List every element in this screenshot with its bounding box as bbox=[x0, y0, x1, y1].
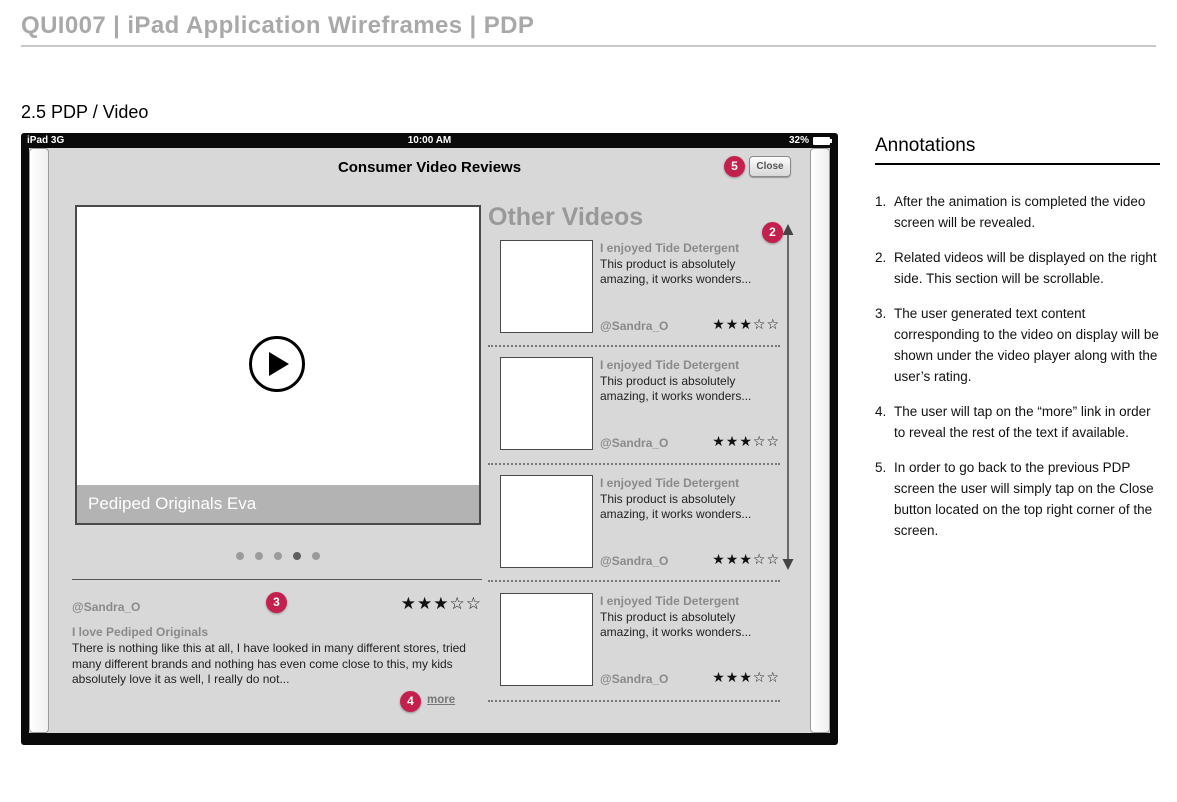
previous-page-edge bbox=[29, 148, 49, 733]
pagination-dot-5[interactable] bbox=[312, 552, 320, 560]
video-thumbnail[interactable] bbox=[500, 240, 593, 333]
annotations-list: 1. After the animation is completed the … bbox=[875, 191, 1160, 541]
annotation-text: The user generated text content correspo… bbox=[894, 306, 1159, 384]
battery-icon bbox=[813, 136, 832, 145]
video-thumbnail[interactable] bbox=[500, 475, 593, 568]
video-item-description: This product is absolutely amazing, it w… bbox=[600, 610, 752, 639]
pagination-dot-3[interactable] bbox=[274, 552, 282, 560]
annotation-item: 4. The user will tap on the “more” link … bbox=[875, 401, 1160, 443]
other-video-item[interactable]: I enjoyed Tide Detergent This product is… bbox=[500, 475, 780, 568]
battery-status: 32% bbox=[788, 135, 832, 146]
video-item-meta: @Sandra_O ★★★☆☆ bbox=[600, 670, 780, 686]
annotation-item: 1. After the animation is completed the … bbox=[875, 191, 1160, 233]
annotation-text: The user will tap on the “more” link in … bbox=[894, 404, 1151, 440]
carousel-pagination bbox=[236, 552, 320, 560]
annotation-number: 5. bbox=[875, 460, 887, 475]
next-page-edge bbox=[810, 148, 830, 733]
header-divider bbox=[21, 45, 1156, 47]
video-item-meta: @Sandra_O ★★★☆☆ bbox=[600, 552, 780, 568]
video-thumbnail[interactable] bbox=[500, 593, 593, 686]
annotation-item: 2. Related videos will be displayed on t… bbox=[875, 247, 1160, 289]
video-item-title: I enjoyed Tide Detergent bbox=[600, 241, 740, 255]
pagination-dot-2[interactable] bbox=[255, 552, 263, 560]
annotation-text: After the animation is completed the vid… bbox=[894, 194, 1146, 230]
screen-title: Consumer Video Reviews bbox=[337, 159, 522, 176]
annotations-title: Annotations bbox=[875, 135, 1160, 165]
video-item-title: I enjoyed Tide Detergent bbox=[600, 476, 740, 490]
video-item-description: This product is absolutely amazing, it w… bbox=[600, 492, 752, 521]
carrier-label: iPad 3G bbox=[27, 135, 65, 146]
dotted-separator bbox=[488, 345, 780, 347]
annotations-panel: Annotations 1. After the animation is co… bbox=[875, 135, 1160, 555]
pagination-dot-1[interactable] bbox=[236, 552, 244, 560]
annotation-badge-5: 5 bbox=[724, 156, 745, 177]
review-rating-stars: ★★★☆☆ bbox=[400, 594, 482, 614]
video-item-text: I enjoyed Tide Detergent This product is… bbox=[600, 593, 780, 686]
video-item-meta: @Sandra_O ★★★☆☆ bbox=[600, 434, 780, 450]
annotation-item: 3. The user generated text content corre… bbox=[875, 303, 1160, 387]
review-body: There is nothing like this at all, I hav… bbox=[72, 641, 466, 686]
video-item-rating-stars: ★★★☆☆ bbox=[712, 317, 780, 333]
video-item-username: @Sandra_O bbox=[600, 554, 669, 568]
video-item-title: I enjoyed Tide Detergent bbox=[600, 594, 740, 608]
annotation-badge-2: 2 bbox=[762, 222, 783, 243]
ipad-screen: Consumer Video Reviews Close 5 Pediped O… bbox=[29, 148, 830, 733]
video-item-title: I enjoyed Tide Detergent bbox=[600, 358, 740, 372]
video-item-description: This product is absolutely amazing, it w… bbox=[600, 257, 752, 286]
dotted-separator bbox=[488, 580, 780, 582]
battery-percent: 32% bbox=[788, 135, 809, 146]
video-item-rating-stars: ★★★☆☆ bbox=[712, 552, 780, 568]
video-item-text: I enjoyed Tide Detergent This product is… bbox=[600, 240, 780, 333]
annotation-number: 3. bbox=[875, 306, 887, 321]
video-review-screen: Consumer Video Reviews Close 5 Pediped O… bbox=[50, 148, 809, 733]
section-title: 2.5 PDP / Video bbox=[21, 102, 149, 122]
scrollable-arrow-icon bbox=[782, 224, 794, 570]
annotation-number: 2. bbox=[875, 250, 887, 265]
more-link[interactable]: more bbox=[427, 694, 456, 706]
video-thumbnail[interactable] bbox=[500, 357, 593, 450]
battery-tip bbox=[830, 138, 832, 143]
annotation-number: 1. bbox=[875, 194, 887, 209]
video-item-text: I enjoyed Tide Detergent This product is… bbox=[600, 357, 780, 450]
video-item-username: @Sandra_O bbox=[600, 672, 669, 686]
annotation-text: Related videos will be displayed on the … bbox=[894, 250, 1157, 286]
annotation-badge-3: 3 bbox=[266, 592, 287, 613]
video-item-username: @Sandra_O bbox=[600, 436, 669, 450]
video-item-rating-stars: ★★★☆☆ bbox=[712, 434, 780, 450]
annotation-text: In order to go back to the previous PDP … bbox=[894, 460, 1154, 538]
video-player[interactable]: Pediped Originals Eva bbox=[75, 205, 481, 525]
close-button[interactable]: Close bbox=[749, 156, 791, 177]
video-item-rating-stars: ★★★☆☆ bbox=[712, 670, 780, 686]
video-item-meta: @Sandra_O ★★★☆☆ bbox=[600, 317, 780, 333]
video-item-username: @Sandra_O bbox=[600, 319, 669, 333]
status-bar: iPad 3G 10:00 AM 32% bbox=[21, 133, 838, 148]
pagination-dot-4-active[interactable] bbox=[293, 552, 301, 560]
other-video-item[interactable]: I enjoyed Tide Detergent This product is… bbox=[500, 593, 780, 686]
document-title: QUI007 | iPad Application Wireframes | P… bbox=[21, 12, 535, 39]
review-title: I love Pediped Originals bbox=[72, 625, 209, 639]
video-item-description: This product is absolutely amazing, it w… bbox=[600, 374, 752, 403]
other-video-item[interactable]: I enjoyed Tide Detergent This product is… bbox=[500, 357, 780, 450]
dotted-separator bbox=[488, 700, 780, 702]
annotation-item: 5. In order to go back to the previous P… bbox=[875, 457, 1160, 541]
other-video-item[interactable]: I enjoyed Tide Detergent This product is… bbox=[500, 240, 780, 333]
clock: 10:00 AM bbox=[407, 135, 452, 146]
other-videos-heading: Other Videos bbox=[488, 203, 644, 231]
video-caption: Pediped Originals Eva bbox=[77, 485, 479, 523]
ipad-mockup: iPad 3G 10:00 AM 32% Consumer Video Revi… bbox=[21, 133, 838, 745]
play-icon bbox=[269, 352, 289, 376]
review-username: @Sandra_O bbox=[72, 600, 141, 614]
annotation-badge-4: 4 bbox=[400, 691, 421, 712]
annotation-number: 4. bbox=[875, 404, 887, 419]
review-divider bbox=[72, 579, 482, 580]
play-button[interactable] bbox=[249, 336, 305, 392]
dotted-separator bbox=[488, 463, 780, 465]
video-item-text: I enjoyed Tide Detergent This product is… bbox=[600, 475, 780, 568]
